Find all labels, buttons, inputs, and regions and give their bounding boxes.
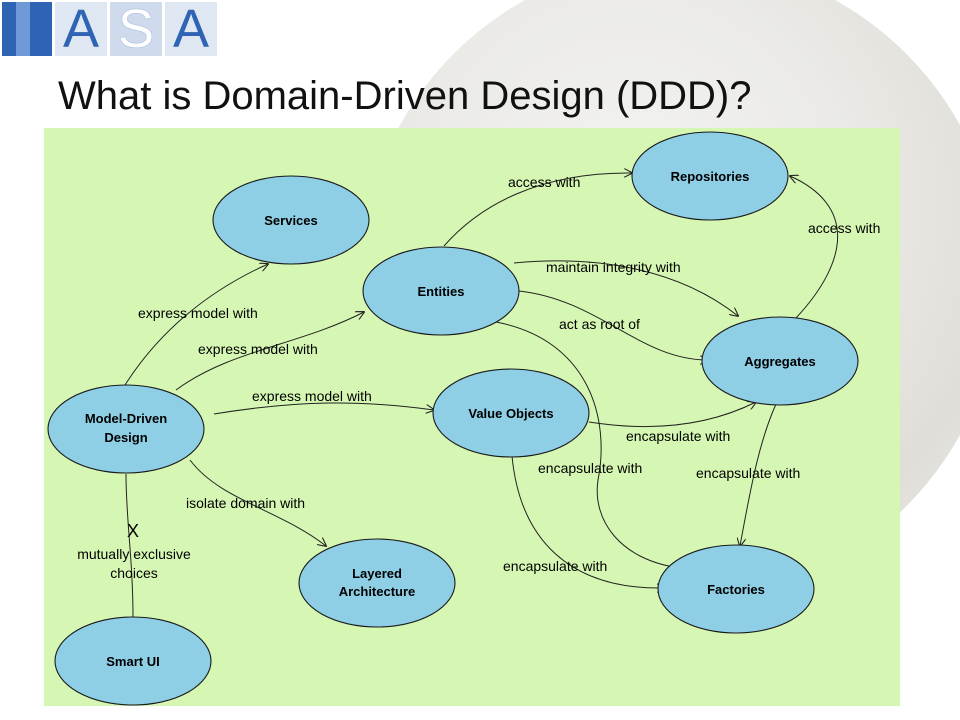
node-model-driven-design-label-1: Model-Driven: [85, 411, 167, 426]
label-encapsulate-vo-factories: encapsulate with: [503, 558, 607, 574]
node-services-label: Services: [264, 213, 318, 228]
edge-mdd-entities: [175, 312, 364, 391]
label-access-with-right: access with: [808, 220, 880, 236]
node-entities: Entities: [362, 246, 520, 336]
edge-mdd-services: [124, 264, 268, 386]
node-layered-architecture-label-2: Architecture: [339, 584, 416, 599]
label-access-with-top: access with: [508, 174, 580, 190]
node-model-driven-design-label-2: Design: [104, 430, 147, 445]
edge-mdd-smart-ui: [125, 473, 134, 619]
node-entities-label: Entities: [418, 284, 465, 299]
edge-aggregates-factories: [740, 403, 777, 546]
label-mutually-exclusive-2: choices: [110, 565, 157, 581]
node-repositories-label: Repositories: [671, 169, 750, 184]
node-smart-ui: Smart UI: [54, 616, 212, 706]
iasa-logo: A S A: [2, 2, 217, 56]
label-express-value-objects: express model with: [252, 388, 372, 404]
node-factories: Factories: [657, 544, 815, 634]
label-express-entities: express model with: [198, 341, 318, 357]
node-smart-ui-label: Smart UI: [106, 654, 159, 669]
label-maintain-integrity: maintain integrity with: [546, 259, 681, 275]
node-value-objects-label: Value Objects: [468, 406, 553, 421]
edge-entities-aggregates-root: [518, 290, 708, 360]
logo-letter-a: A: [55, 2, 107, 56]
label-mutually-exclusive-1: mutually exclusive: [77, 546, 191, 562]
edge-mdd-value-objects: [213, 402, 434, 415]
edge-entities-repositories: [443, 173, 632, 247]
logo-letter-s: S: [110, 2, 162, 56]
node-layered-architecture: Layered Architecture: [298, 538, 456, 628]
label-mutually-exclusive-x: X: [127, 521, 139, 541]
node-layered-architecture-label-1: Layered: [352, 566, 402, 581]
edge-value-objects-aggregates: [588, 402, 756, 428]
label-isolate-domain: isolate domain with: [186, 495, 305, 511]
edge-entities-aggregates-integrity: [513, 260, 738, 316]
node-factories-label: Factories: [707, 582, 765, 597]
node-repositories: Repositories: [631, 131, 789, 221]
label-encapsulate-entities-factories: encapsulate with: [538, 460, 642, 476]
label-act-as-root: act as root of: [559, 316, 640, 332]
node-services: Services: [212, 175, 370, 265]
node-value-objects: Value Objects: [432, 368, 590, 458]
node-aggregates: Aggregates: [701, 316, 859, 406]
logo-letter-a2: A: [165, 2, 217, 56]
edge-entities-factories: [495, 321, 680, 568]
logo-letter-i: [2, 2, 52, 56]
node-model-driven-design: Model-Driven Design: [47, 384, 205, 474]
label-encapsulate-aggregates-factories: encapsulate with: [696, 465, 800, 481]
edge-value-objects-factories: [511, 455, 665, 588]
node-aggregates-label: Aggregates: [744, 354, 816, 369]
slide-title: What is Domain-Driven Design (DDD)?: [58, 74, 752, 118]
label-express-services: express model with: [138, 305, 258, 321]
edge-aggregates-repositories: [790, 176, 838, 319]
label-encapsulate-vo-aggregates: encapsulate with: [626, 428, 730, 444]
edge-mdd-layered: [189, 459, 326, 546]
